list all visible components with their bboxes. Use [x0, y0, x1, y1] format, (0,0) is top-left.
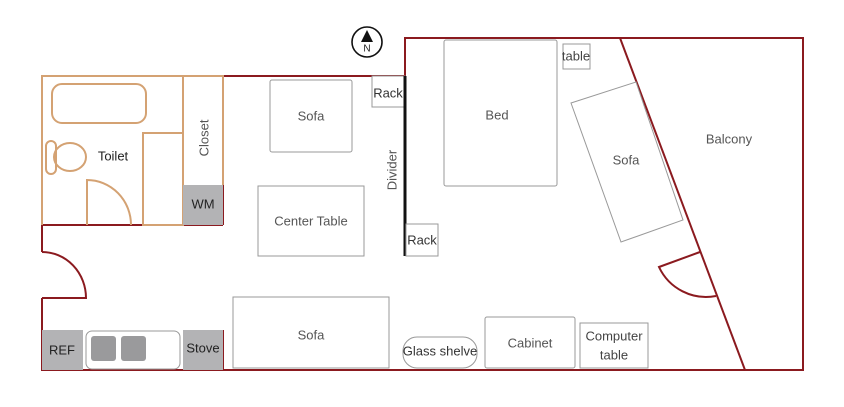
washing-machine: [183, 185, 223, 225]
center-table-label: Center Table: [274, 213, 347, 228]
sofa-top: [269, 79, 353, 153]
toilet-label: Toilet: [98, 148, 129, 163]
sofa-bottom: [232, 296, 390, 369]
cabinet: [484, 316, 576, 369]
glass-shelve: [402, 336, 478, 369]
sofa-top-label: Sofa: [298, 108, 326, 123]
sink-basin-left: [91, 336, 116, 361]
ref-label: REF: [49, 342, 75, 357]
computer-table-label-2: table: [600, 347, 628, 362]
computer-table: [579, 322, 649, 369]
sofa-bottom-label: Sofa: [298, 327, 326, 342]
computer-table-label-1: Computer: [585, 328, 643, 343]
balcony-label: Balcony: [706, 131, 753, 146]
stove-label: Stove: [186, 340, 219, 355]
side-table-label: table: [562, 48, 590, 63]
bed-label: Bed: [485, 107, 508, 122]
balcony-wall: [619, 37, 746, 371]
toilet-bowl: [53, 142, 87, 172]
balcony-door[interactable]: [657, 251, 717, 298]
bathroom: Toilet Closet: [41, 75, 224, 226]
toilet-tank: [45, 140, 57, 175]
shower: [142, 132, 184, 226]
side-table: [562, 43, 591, 70]
refrigerator: [42, 330, 83, 370]
rack-bottom: [405, 223, 439, 257]
glass-shelve-label: Glass shelve: [403, 343, 477, 358]
cabinet-label: Cabinet: [508, 335, 553, 350]
closet-label: Closet: [196, 119, 211, 156]
sofa-bedroom-label: Sofa: [613, 152, 641, 167]
sofa-bedroom: [570, 81, 684, 243]
rack-top-label: Rack: [373, 85, 403, 100]
wm-label: WM: [191, 196, 214, 211]
stove: [183, 330, 223, 370]
outer-walls: [41, 37, 804, 371]
center-table: [257, 185, 365, 257]
sink-basin-right: [121, 336, 146, 361]
divider-label: Divider: [384, 149, 399, 190]
bathroom-door[interactable]: [86, 178, 132, 226]
compass-label: N: [363, 44, 370, 55]
bathtub: [51, 83, 147, 124]
bed: [443, 39, 558, 187]
compass-north-icon: N: [351, 26, 383, 58]
entry-door[interactable]: [41, 251, 88, 299]
rack-bottom-label: Rack: [407, 232, 437, 247]
rack-top: [371, 75, 406, 108]
